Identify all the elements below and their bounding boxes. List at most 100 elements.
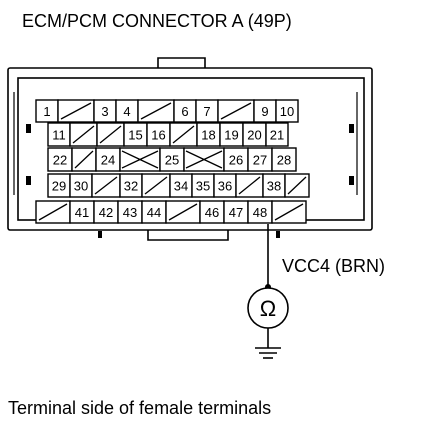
empty-slash-mark [99, 125, 122, 144]
terminal-9: 9 [253, 99, 277, 123]
terminal-number: 43 [123, 205, 137, 220]
terminal-7: 7 [195, 99, 219, 123]
empty-slash-mark [94, 176, 118, 195]
terminal-number: 4 [123, 104, 130, 119]
terminal-cell [265, 122, 289, 147]
empty-slash-mark [287, 176, 307, 195]
terminal-number: 27 [253, 153, 267, 168]
wire-label: VCC4 (BRN) [282, 256, 385, 276]
terminal-1: 1 [35, 99, 59, 123]
terminal-number: 41 [75, 205, 89, 220]
empty-slash-mark [74, 150, 94, 169]
terminal-20: 20 [242, 122, 267, 147]
empty-cavity [137, 99, 175, 123]
terminal-number: 34 [174, 179, 188, 194]
terminal-28: 28 [271, 147, 297, 172]
terminal-number: 30 [74, 179, 88, 194]
terminal-number: 15 [128, 128, 142, 143]
terminal-24: 24 [95, 147, 121, 172]
empty-slash-mark [172, 125, 195, 144]
empty-slash-mark [140, 102, 172, 120]
terminal-number: 25 [165, 153, 179, 168]
terminal-number: 36 [218, 179, 232, 194]
empty-cavity [284, 173, 310, 198]
terminal-48: 48 [247, 200, 273, 224]
empty-slash-mark [220, 102, 252, 120]
empty-cavity [35, 200, 71, 224]
terminal-number: 6 [181, 104, 188, 119]
terminal-15: 15 [123, 122, 148, 147]
empty-slash-mark [72, 125, 95, 144]
terminal-19: 19 [219, 122, 244, 147]
terminal-3: 3 [93, 99, 117, 123]
terminal-number: 42 [99, 205, 113, 220]
terminal-number: 32 [124, 179, 138, 194]
terminal-number: 16 [151, 128, 165, 143]
empty-slash-mark [238, 176, 261, 195]
terminal-number: 21 [270, 128, 284, 143]
diagram-caption: Terminal side of female terminals [8, 398, 271, 418]
terminal-number: 38 [267, 179, 281, 194]
terminal-42: 42 [93, 200, 119, 224]
locking-tabs [26, 124, 354, 238]
terminal-44: 44 [141, 200, 167, 224]
empty-cavity [217, 99, 255, 123]
terminal-32: 32 [119, 173, 143, 198]
terminal-36: 36 [213, 173, 237, 198]
terminal-number: 3 [101, 104, 108, 119]
terminal-34: 34 [169, 173, 193, 198]
empty-cavity [141, 173, 171, 198]
terminal-cell [275, 99, 299, 123]
empty-cavity [169, 122, 198, 147]
empty-slash-mark [38, 203, 68, 221]
empty-cavity [69, 122, 98, 147]
ground-icon [255, 328, 281, 359]
terminal-27: 27 [247, 147, 273, 172]
empty-cross-mark [185, 150, 223, 169]
terminal-21: 21 [265, 122, 289, 147]
empty-cavity [119, 147, 161, 172]
terminal-number: 44 [147, 205, 161, 220]
empty-cavity [57, 99, 95, 123]
terminal-number: 46 [205, 205, 219, 220]
terminal-number: 48 [253, 205, 267, 220]
terminal-number: 29 [52, 179, 66, 194]
terminal-number: 11 [52, 128, 66, 143]
terminal-4: 4 [115, 99, 139, 123]
terminal-cell [271, 147, 297, 172]
terminal-41: 41 [69, 200, 95, 224]
empty-cavity [235, 173, 264, 198]
terminal-number: 22 [53, 153, 67, 168]
terminal-16: 16 [146, 122, 171, 147]
terminal-25: 25 [159, 147, 185, 172]
terminal-number: 1 [43, 104, 50, 119]
terminal-10: 10 [275, 99, 299, 123]
empty-cavity [165, 200, 201, 224]
terminal-number: 10 [280, 104, 294, 119]
terminal-number: 47 [229, 205, 243, 220]
terminal-47: 47 [223, 200, 249, 224]
terminal-number: 28 [277, 153, 291, 168]
terminal-35: 35 [191, 173, 215, 198]
terminal-number: 19 [224, 128, 238, 143]
empty-cross-mark [121, 150, 159, 169]
terminal-30: 30 [69, 173, 93, 198]
terminal-26: 26 [223, 147, 249, 172]
terminal-43: 43 [117, 200, 143, 224]
terminal-11: 11 [47, 122, 71, 147]
terminal-18: 18 [196, 122, 221, 147]
empty-slash-mark [168, 203, 198, 221]
terminal-number: 35 [196, 179, 210, 194]
terminal-22: 22 [47, 147, 73, 172]
empty-slash-mark [60, 102, 92, 120]
terminal-29: 29 [47, 173, 71, 198]
empty-cavity [96, 122, 125, 147]
terminal-number: 9 [261, 104, 268, 119]
empty-cavity [271, 200, 307, 224]
terminal-46: 46 [199, 200, 225, 224]
empty-cavity [71, 147, 97, 172]
terminal-number: 18 [201, 128, 215, 143]
terminal-number: 20 [247, 128, 261, 143]
terminal-number: 26 [229, 153, 243, 168]
